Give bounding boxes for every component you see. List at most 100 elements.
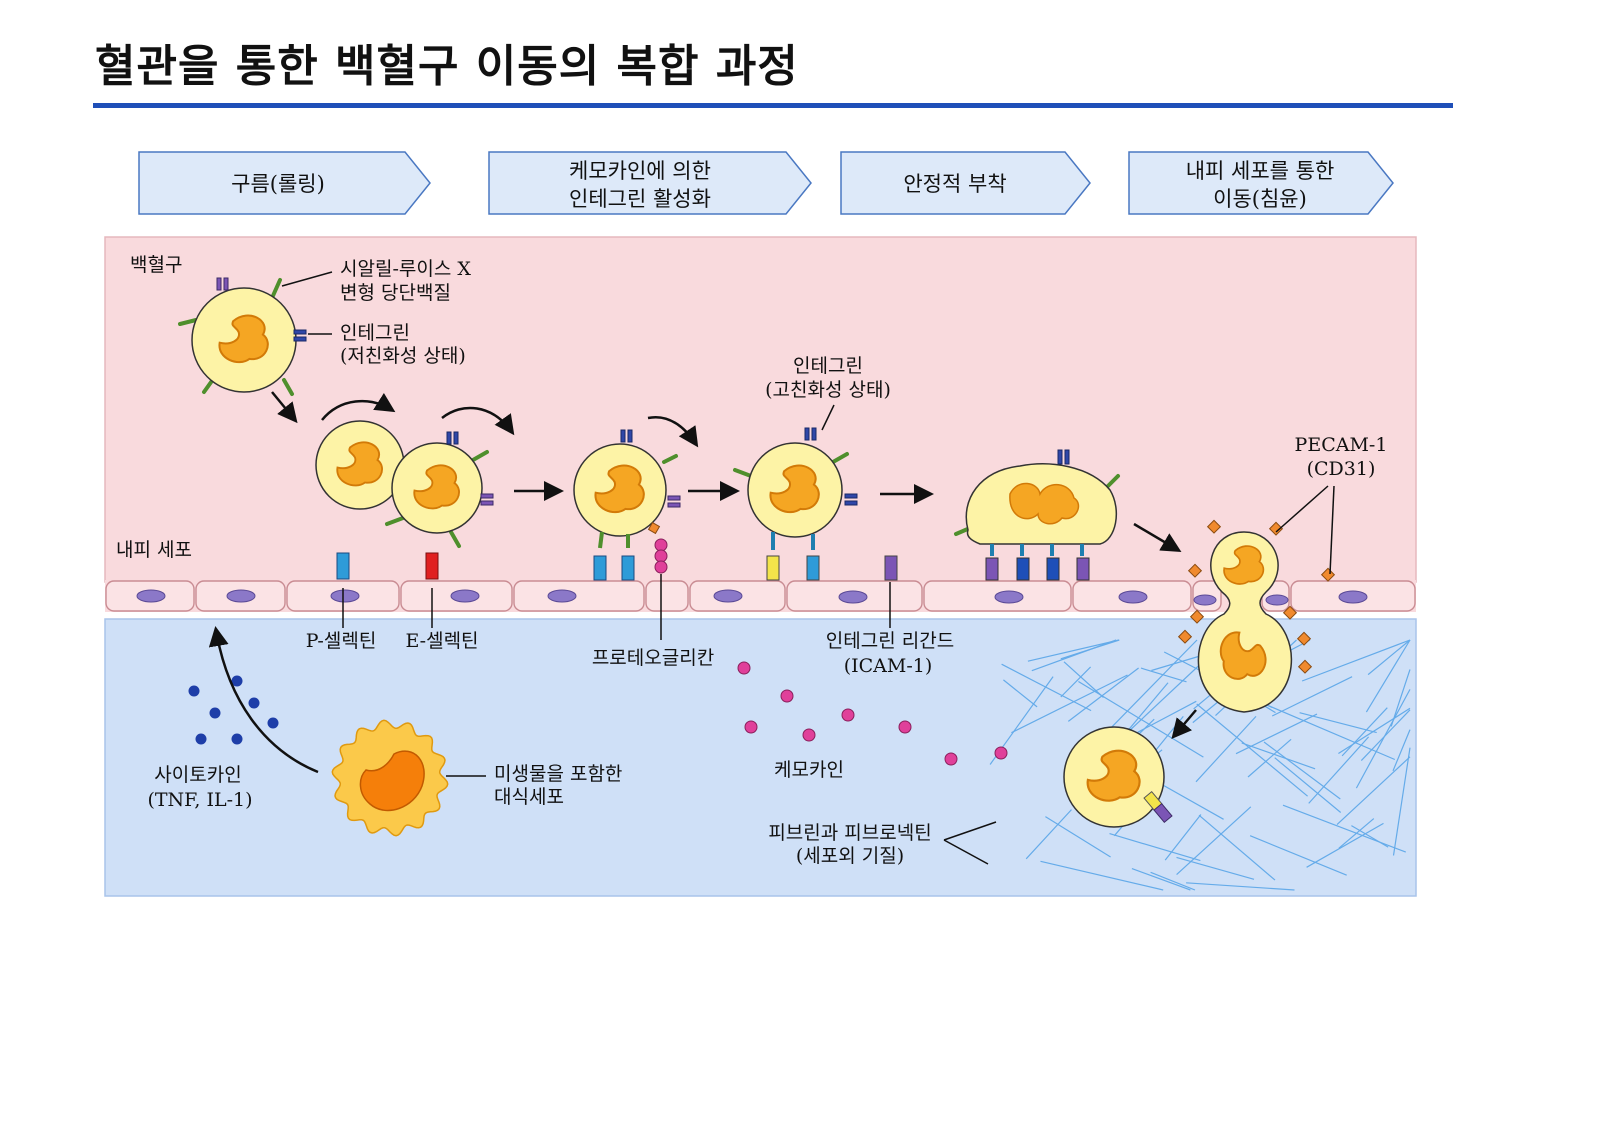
fibrin-strand — [1164, 814, 1202, 861]
fibrin-strand — [1306, 822, 1384, 868]
endothelial-nucleus — [1338, 590, 1368, 604]
endothelial-layer — [105, 580, 1416, 612]
fibrin-strand — [1341, 707, 1388, 757]
fibrin-strand — [1265, 704, 1396, 761]
stage-2-label-line2: 인테그린 활성화 — [569, 187, 711, 211]
leader-lines — [281, 271, 1335, 865]
proteoglycan-label: 프로테오글리칸 — [592, 647, 714, 669]
fibrin-strand — [1137, 700, 1197, 733]
integrin-high-label-line1: 인테그린 — [793, 355, 863, 377]
fibrin-strand — [1282, 804, 1407, 853]
sialyl-lewis-label-line1: 시알릴-루이스 X — [340, 258, 471, 280]
endothelial-nucleus — [136, 589, 166, 603]
e-selectin-label: E-셀렉틴 — [405, 630, 478, 652]
fibrin-strand — [1241, 742, 1316, 770]
fibrin-strand — [1247, 738, 1292, 778]
fibrin-strand — [1308, 736, 1370, 804]
chemokine-dots — [737, 661, 1008, 766]
fibrin-strand — [1131, 868, 1191, 891]
stage-banner-2: 케모카인에 의한 인테그린 활성화 — [488, 151, 812, 215]
tissue-region — [104, 618, 1417, 897]
integrin-receptors-activating — [593, 555, 635, 581]
cytokine-dots — [188, 675, 279, 745]
vessel-lumen — [104, 236, 1417, 583]
fibrin-strand — [1011, 674, 1128, 734]
leukocyte-label: 백혈구 — [130, 254, 182, 276]
fibrin-strand — [1338, 818, 1375, 849]
fibrin-strand — [1040, 860, 1164, 891]
fibrin-strand — [1140, 667, 1187, 683]
p-selectin-label: P-셀렉틴 — [306, 630, 377, 652]
integrin-low-label-line2: (저친화성 상태) — [340, 345, 466, 367]
fibrin-strand — [1390, 669, 1411, 727]
leukocyte-migrated — [1063, 726, 1173, 828]
proteoglycan-beads — [654, 538, 668, 574]
fibrin-strand — [1063, 661, 1104, 698]
stage-4-label-line2: 이동(침윤) — [1213, 187, 1307, 211]
fibrin-strand — [1392, 747, 1411, 856]
stage-banner-4: 내피 세포를 통한 이동(침윤) — [1128, 151, 1394, 215]
process-arrows — [208, 391, 1197, 774]
chemokine-label: 케모카인 — [774, 759, 844, 781]
fibrin-strand — [1195, 715, 1257, 783]
adhesion-receptor-pairs — [985, 557, 1090, 581]
macrophage-label-line2: 대식세포 — [494, 786, 564, 808]
stage-banner-3: 안정적 부착 — [840, 151, 1091, 215]
fibrin-strand — [1249, 835, 1347, 876]
fibrin-strand — [1274, 757, 1342, 813]
fibrin-strand — [1367, 639, 1411, 676]
fibrin-strand — [1176, 856, 1255, 880]
endothelial-cell — [513, 580, 645, 612]
macrophage-label-line1: 미생물을 포함한 — [494, 763, 622, 785]
page-title: 혈관을 통한 백혈구 이동의 복합 과정 — [95, 41, 799, 92]
fibrin-strand — [1105, 639, 1198, 734]
pecam-label-line1: PECAM-1 — [1295, 434, 1388, 456]
leukocyte-rolling-1 — [315, 420, 405, 510]
leukocyte-high-affinity — [733, 427, 858, 550]
endothelial-nucleus — [713, 589, 743, 603]
cytokine-label-line2: (TNF, IL-1) — [147, 789, 252, 811]
fibrin-strand — [1025, 809, 1072, 860]
integrin-ligand-label-line2: (ICAM-1) — [844, 655, 933, 677]
fibrin-strand — [1176, 806, 1252, 876]
fibrin-strand — [1060, 666, 1092, 698]
stage-3-label: 안정적 부착 — [903, 172, 1006, 196]
leukocyte-stable-adhesion — [954, 449, 1120, 556]
fibrin-strand — [1196, 703, 1308, 797]
sialyl-lewis-label-line2: 변형 당단백질 — [340, 282, 451, 304]
stage-1-label: 구름(롤링) — [231, 172, 325, 196]
fibrin-strand — [1336, 756, 1411, 826]
fibrin-strand — [1198, 814, 1276, 881]
endothelial-nucleus — [994, 590, 1024, 604]
macrophage — [331, 719, 449, 837]
fibrin-strand — [1271, 676, 1353, 717]
integrin-low-label-line1: 인테그린 — [340, 322, 410, 344]
integrin-high-label-line2: (고친화성 상태) — [765, 379, 891, 401]
stage-2-label-line1: 케모카인에 의한 — [569, 159, 711, 183]
fibrin-strand — [1150, 871, 1196, 891]
fibrin-strand — [1392, 729, 1411, 772]
stage-banner-1: 구름(롤링) — [138, 151, 431, 215]
leukocyte-free — [178, 277, 307, 396]
endothelial-nucleus — [1118, 590, 1148, 604]
cytokine-label-line1: 사이토카인 — [154, 764, 241, 786]
fibrin-strand — [1003, 679, 1038, 708]
fibrin-strand — [1338, 707, 1411, 755]
title-rule — [93, 103, 1453, 108]
leukocyte-transmigrating — [1177, 519, 1336, 713]
fibrin-strand — [1027, 639, 1120, 662]
integrin-ligand-label-line1: 인테그린 리간드 — [826, 630, 954, 652]
fibrin-strand — [1045, 816, 1111, 858]
fibrin-strand — [1301, 639, 1411, 682]
leukocyte-activating — [573, 429, 681, 549]
endothelial-cell — [645, 580, 689, 612]
fibrin-label-line1: 피브린과 피브로넥틴 — [768, 822, 931, 844]
pecam-label-line2: (CD31) — [1307, 458, 1376, 480]
fibrin-strand — [1355, 689, 1411, 789]
leukocyte-rolling-2 — [385, 431, 494, 548]
fibrin-label-line2: (세포외 기질) — [796, 845, 904, 867]
p-selectin — [336, 552, 350, 580]
fibrin-strand — [1186, 882, 1295, 891]
endothelial-nucleus — [1193, 594, 1217, 606]
